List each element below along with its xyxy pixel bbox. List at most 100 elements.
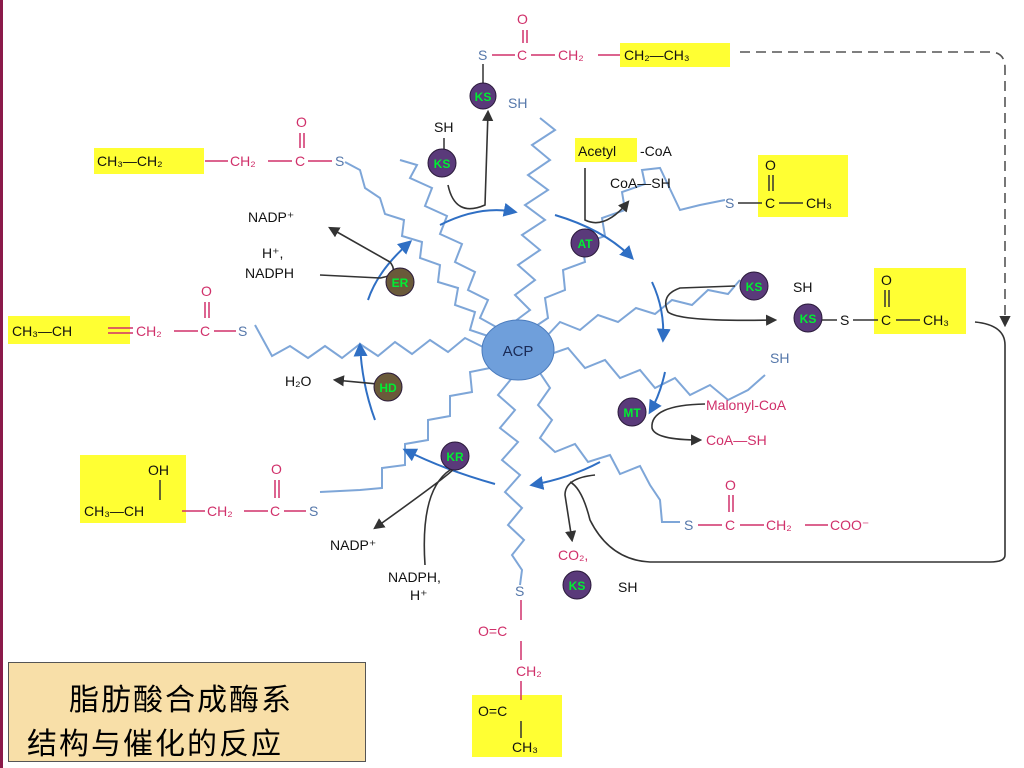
cycle-arrow-at-down xyxy=(554,214,634,261)
enzyme-ks-right-upper-label: KS xyxy=(746,280,763,294)
mol-ul-ch3ch2: CH₃—CH₂ xyxy=(97,153,163,169)
mol-lc-c: C xyxy=(200,323,210,339)
molecule-right-acetyl-1: S C O CH₃ xyxy=(725,157,832,211)
mol-ra1-s: S xyxy=(725,195,734,211)
acp-arms xyxy=(254,117,766,586)
enzyme-hd: HD xyxy=(373,372,403,402)
label-sh-upper-left: SH xyxy=(434,119,453,135)
enzyme-at: AT xyxy=(570,228,600,258)
mol-ra2-ch3: CH₃ xyxy=(923,312,949,328)
mol-top-c: C xyxy=(517,47,527,63)
arm-upper-left xyxy=(399,159,499,329)
mol-ra2-o: O xyxy=(881,272,892,288)
enzyme-kr: KR xyxy=(440,441,470,471)
mol-bot-s: S xyxy=(515,583,524,599)
arm-right-upper xyxy=(544,279,741,339)
label-sh-right-upper: SH xyxy=(793,279,812,295)
condensation-solid-loop xyxy=(569,321,1006,563)
mol-ll-oh: OH xyxy=(148,462,169,478)
arm-upper-right xyxy=(529,166,726,331)
enzyme-ks-right-lower: KS xyxy=(793,303,823,333)
mol-mal-s: S xyxy=(684,517,693,533)
highlights xyxy=(8,43,966,757)
acp-label: ACP xyxy=(503,343,534,360)
enzyme-badges: KS KS AT KS KS MT KS KR xyxy=(373,82,823,600)
enzyme-ks-right-lower-label: KS xyxy=(800,312,817,326)
label-h-plus-2: H⁺ xyxy=(410,587,428,603)
mol-ra2-c: C xyxy=(881,312,891,328)
caption-box: 脂肪酸合成酶系 结构与催化的反应 xyxy=(8,662,366,762)
mol-top-s: S xyxy=(478,47,487,63)
molecule-malonyl: S C O CH₂ COO⁻ xyxy=(684,477,869,533)
acp-center xyxy=(481,319,555,381)
mol-top-ch2: CH₂ xyxy=(558,47,584,63)
mol-mal-c: C xyxy=(725,517,735,533)
label-nadp-plus-1: NADP⁺ xyxy=(248,209,294,225)
arm-left xyxy=(254,324,486,360)
arm-lower-left xyxy=(319,367,491,493)
arm-top xyxy=(509,117,557,326)
cycle-arrows xyxy=(353,202,671,490)
acetyl-coa-arrow xyxy=(584,168,630,224)
hl-upper-left-ch3ch2 xyxy=(94,148,204,174)
enzyme-ks-upper-left-label: KS xyxy=(434,157,451,171)
mol-mal-o: O xyxy=(725,477,736,493)
mol-ll-ch3ch: CH₃—CH xyxy=(84,503,144,519)
mol-ra1-c: C xyxy=(765,195,775,211)
enzyme-at-label: AT xyxy=(577,237,593,251)
molecule-left-crotonyl: CH₃—CH CH₂ C O S xyxy=(12,283,247,339)
caption-line-1: 脂肪酸合成酶系 xyxy=(69,683,293,718)
cycle-arrow-bottom xyxy=(529,461,601,490)
molecule-right-acetyl-2: S C O CH₃ xyxy=(822,272,949,328)
enzyme-ks-top: KS xyxy=(469,82,497,110)
enzyme-mt-label: MT xyxy=(623,406,641,420)
enzyme-ks-right-upper: KS xyxy=(739,271,769,301)
hl-acetyl xyxy=(575,138,637,162)
label-coa-sh-2: CoA—SH xyxy=(706,432,767,448)
hl-lower-left xyxy=(80,455,186,523)
label-nadph-1: NADPH xyxy=(245,265,294,281)
arm-lower-right xyxy=(536,369,680,523)
mol-ul-o: O xyxy=(296,114,307,130)
mol-ra1-o: O xyxy=(765,157,776,173)
mol-ll-s: S xyxy=(309,503,318,519)
label-sh-right-chain: SH xyxy=(770,350,789,366)
mol-top-o: O xyxy=(517,11,528,27)
mol-lc-ch2: CH₂ xyxy=(136,323,162,339)
hl-crotonyl xyxy=(8,316,130,344)
molecule-upper-left: CH₃—CH₂ CH₂ C O S xyxy=(97,114,344,169)
mol-ul-ch2: CH₂ xyxy=(230,153,256,169)
ks-release-arrow xyxy=(447,109,494,210)
mol-ll-o: O xyxy=(271,461,282,477)
label-h-plus-1: H⁺, xyxy=(262,245,283,261)
mol-ra1-ch3: CH₃ xyxy=(806,195,832,211)
mol-ll-c: C xyxy=(270,503,280,519)
ks-exchange-arrow xyxy=(664,285,778,326)
label-sh-top: SH xyxy=(508,95,527,111)
mol-lc-s: S xyxy=(238,323,247,339)
label-acetyl: Acetyl xyxy=(578,143,616,159)
left-edge-rule xyxy=(0,0,3,768)
cycle-arrow-kr xyxy=(402,448,496,485)
mol-lc-o: O xyxy=(201,283,212,299)
label-coa-suffix: -CoA xyxy=(640,143,673,159)
molecule-bottom: S O=C CH₂ O=C CH₃ xyxy=(478,583,542,755)
enzyme-er-label: ER xyxy=(392,276,409,290)
enzyme-ks-top-label: KS xyxy=(475,90,492,104)
arm-right-chain xyxy=(547,346,766,402)
molecule-top: S C O CH₂ CH₂—CH₃ xyxy=(478,11,690,85)
side-labels: SH SH Acetyl -CoA CoA—SH SH SH Malonyl-C… xyxy=(245,95,812,603)
enzyme-kr-label: KR xyxy=(446,450,464,464)
caption-line-2: 结构与催化的反应 xyxy=(27,727,283,762)
mol-bot-oc: O=C xyxy=(478,623,507,639)
mol-bot-ch3: CH₃ xyxy=(512,739,538,755)
cycle-arrow-ks-to-at xyxy=(439,202,518,226)
label-co2: CO₂, xyxy=(558,547,588,563)
mol-mal-coo: COO⁻ xyxy=(830,517,869,533)
feedback-dashed-loop xyxy=(740,51,1011,328)
co2-arrow xyxy=(564,474,596,543)
label-nadph-2: NADPH, xyxy=(388,569,441,585)
arm-left-upper xyxy=(344,161,489,337)
mol-ll-ch2: CH₂ xyxy=(207,503,233,519)
